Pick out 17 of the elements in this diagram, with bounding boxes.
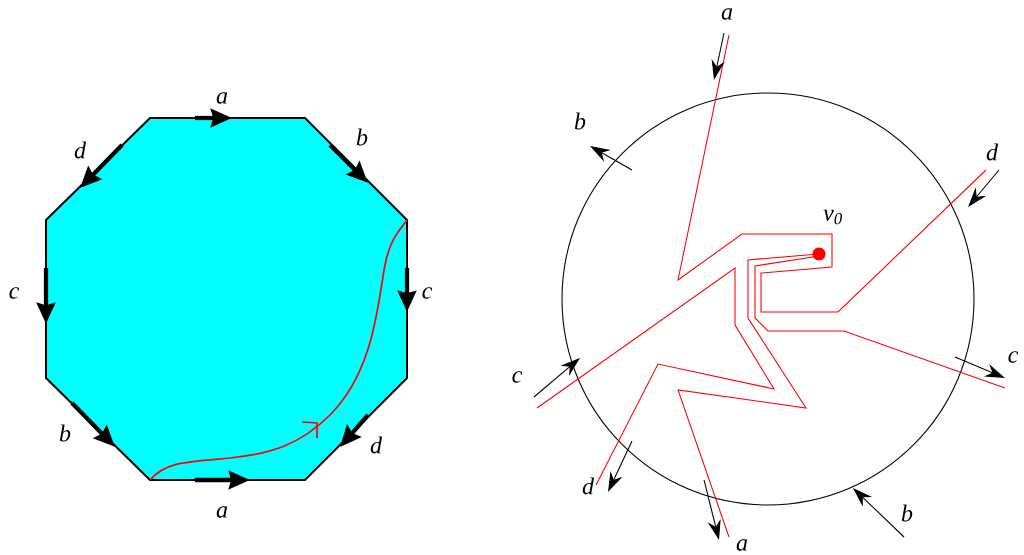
side-label: d — [370, 436, 383, 454]
arrow-label: d — [582, 477, 595, 495]
arrow-label: a — [736, 539, 748, 551]
arrow-label: c — [512, 371, 523, 383]
arrow-label: b — [901, 504, 913, 522]
side-label: b — [356, 128, 368, 146]
side-label: c — [422, 287, 433, 299]
vertex-label: v$_{0}$ — [823, 209, 842, 225]
side-label: a — [216, 92, 228, 104]
side-label: a — [216, 506, 228, 518]
arrow-label: d — [986, 143, 999, 161]
side-label: b — [59, 424, 71, 442]
side-label: c — [9, 287, 20, 299]
side-label: d — [74, 141, 87, 159]
arrow-label: b — [574, 112, 586, 130]
arrow-label: a — [721, 8, 733, 20]
arrow-label: c — [1008, 351, 1019, 363]
